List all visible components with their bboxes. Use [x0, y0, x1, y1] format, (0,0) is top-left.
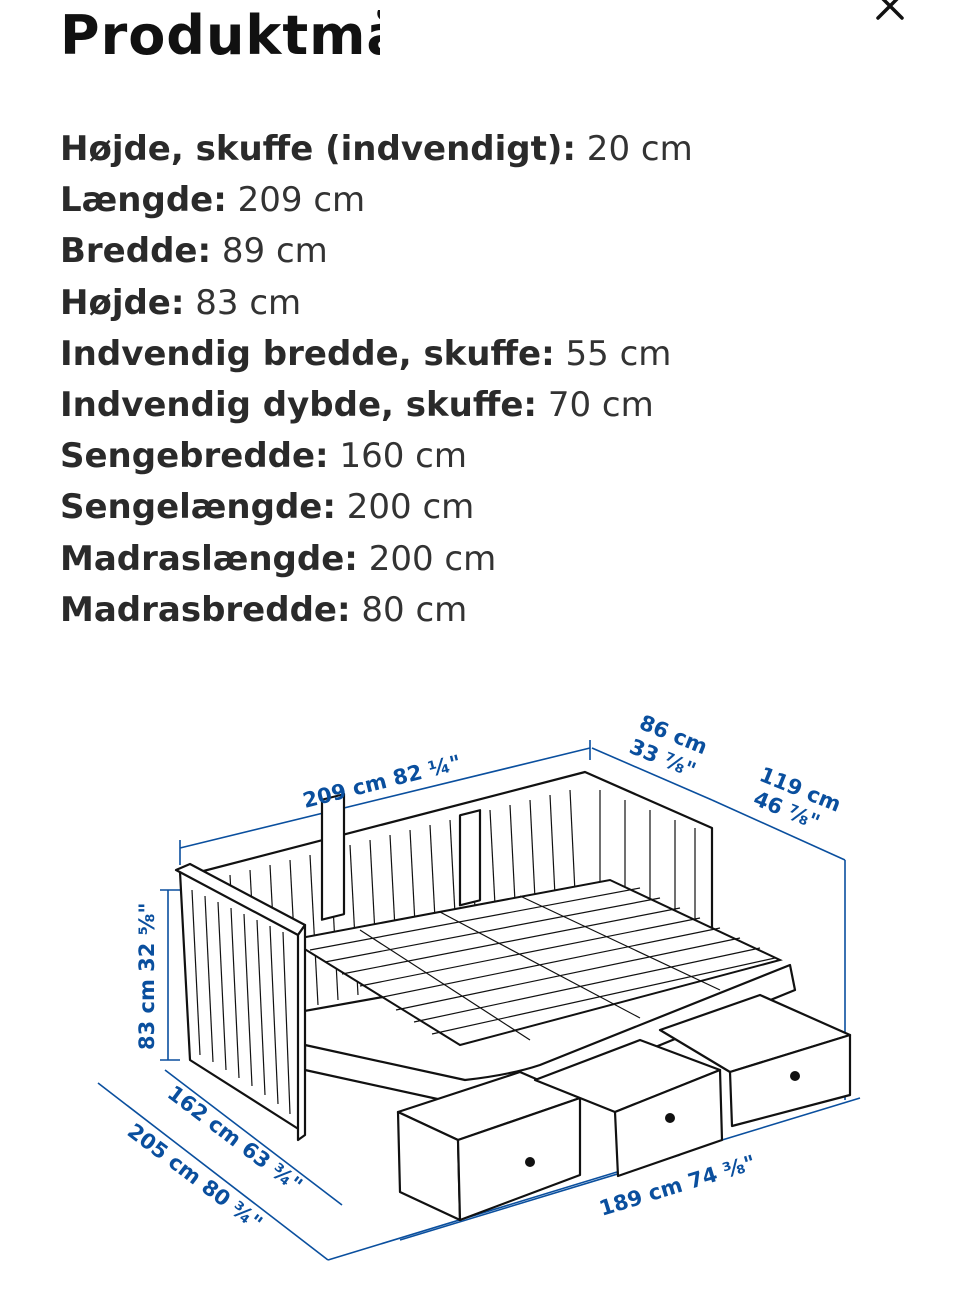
close-icon: [876, 0, 904, 20]
spec-value: 20 cm: [576, 129, 693, 169]
spec-label: Højde, skuffe (indvendigt):: [60, 129, 576, 169]
spec-row: Højde, skuffe (indvendigt): 20 cm: [60, 124, 693, 175]
spec-row: Indvendig bredde, skuffe: 55 cm: [60, 329, 693, 380]
drawer-3: [658, 993, 852, 1128]
spec-row: Sengebredde: 160 cm: [60, 431, 693, 482]
spec-value: 70 cm: [537, 385, 654, 426]
back-inset-left: [320, 793, 346, 921]
dim-height-label: 83 cm 32 ⅝": [135, 903, 159, 1050]
spec-row: Sengelængde: 200 cm: [60, 482, 693, 533]
drawer-1: [396, 1070, 582, 1222]
spec-label: Sengelængde:: [60, 487, 336, 528]
spec-label: Sengebredde:: [60, 436, 329, 477]
spec-label: Indvendig dybde, skuffe:: [60, 385, 538, 426]
section-heading: Produktmål: [60, 10, 380, 70]
spec-value: 89 cm: [211, 231, 328, 272]
spec-row: Højde: 83 cm: [60, 278, 693, 329]
spec-label: Højde:: [60, 282, 185, 323]
spec-value: 80 cm: [350, 589, 468, 630]
spec-value: 55 cm: [554, 333, 672, 374]
daybed-dimension-drawing: 209 cm 82 ¼" 86 cm 33 ⅞" 119 cm 46 ⅞" 83…: [97, 710, 861, 1261]
spec-label: Madrasbredde:: [60, 589, 351, 630]
spec-value: 160 cm: [328, 436, 467, 477]
spec-label: Bredde:: [60, 231, 212, 272]
spec-value: 200 cm: [357, 538, 497, 579]
spec-label: Indvendig bredde, skuffe:: [60, 333, 555, 374]
side-post: [296, 923, 307, 1142]
back-inset-right: [458, 809, 482, 907]
spec-label: Længde:: [60, 180, 227, 221]
product-dimensions-list: Højde, skuffe (indvendigt): 20 cm Længde…: [60, 124, 693, 636]
drawer-2: [533, 1038, 724, 1178]
bed-slats: [287, 878, 783, 1047]
close-button[interactable]: [866, 0, 914, 26]
spec-row: Madraslængde: 200 cm: [60, 534, 693, 585]
spec-row: Længde: 209 cm: [60, 175, 693, 226]
spec-value: 83 cm: [184, 282, 302, 323]
spec-label: Madraslængde:: [60, 538, 358, 579]
spec-row: Madrasbredde: 80 cm: [60, 585, 693, 636]
spec-row: Indvendig dybde, skuffe: 70 cm: [60, 380, 693, 431]
spec-value: 209 cm: [226, 180, 366, 221]
spec-value: 200 cm: [335, 487, 475, 528]
section-heading-text: Produktmål: [60, 10, 380, 67]
spec-row: Bredde: 89 cm: [60, 226, 693, 277]
dim-length-label: 209 cm 82 ¼": [300, 750, 463, 812]
daybed-illustration: [174, 770, 852, 1222]
